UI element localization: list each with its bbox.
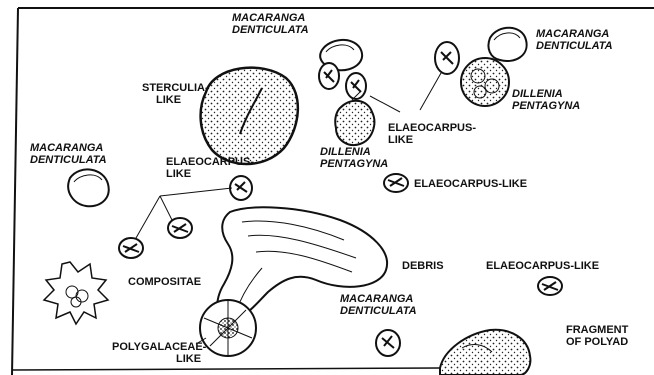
dillenia-grain-right <box>461 58 509 106</box>
compositae-grain <box>44 262 108 324</box>
polyad-fragment <box>440 330 530 375</box>
label-elaeocarpus-right-group: ELAEOCARPUS-LIKE <box>388 122 476 146</box>
elaeocarpus-grain-far-right <box>538 277 562 295</box>
sterculia-grain <box>201 68 298 164</box>
label-elaeocarpus-center: ELAEOCARPUS-LIKE <box>414 178 527 190</box>
elaeocarpus-right-pointers <box>370 66 445 112</box>
label-debris: DEBRIS <box>402 260 444 272</box>
frame-left <box>12 8 18 375</box>
label-polygalaceae: POLYGALACEAE-LIKE <box>112 341 206 365</box>
elaeocarpus-grain-center <box>384 174 408 192</box>
label-elaeocarpus-left-group: ELAEOCARPUS-LIKE <box>166 156 254 180</box>
polygalaceae-grain <box>200 300 256 356</box>
macaranga-grain-right <box>488 28 526 61</box>
macaranga-grain-left <box>68 169 108 206</box>
elaeocarpus-grain-right <box>435 42 459 74</box>
label-elaeocarpus-far-right: ELAEOCARPUS-LIKE <box>486 260 599 272</box>
dillenia-grain-center <box>335 101 374 145</box>
macaranga-grain-bottom <box>376 330 400 356</box>
label-compositae: COMPOSITAE <box>128 276 201 288</box>
frame-bottom <box>12 368 440 370</box>
label-sterculia: STERCULIA-LIKE <box>142 82 209 106</box>
